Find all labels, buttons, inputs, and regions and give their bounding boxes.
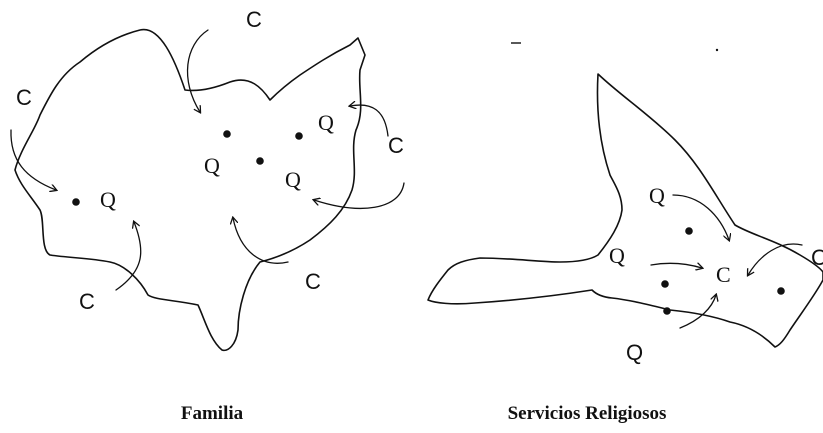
servicios-q-label: Q bbox=[649, 183, 665, 208]
servicios-dot bbox=[663, 307, 671, 315]
familia-arrow bbox=[233, 218, 289, 264]
familia-outline bbox=[14, 28, 366, 352]
familia-q-label: Q bbox=[285, 167, 301, 192]
familia-arrow bbox=[115, 222, 142, 291]
familia-dot bbox=[223, 130, 231, 138]
servicios-dot bbox=[661, 280, 669, 288]
familia-dot bbox=[256, 157, 264, 165]
servicios-outline bbox=[427, 73, 823, 348]
familia-c-label: C bbox=[79, 289, 95, 314]
servicios-arrow bbox=[672, 194, 729, 240]
familia-arrow bbox=[350, 105, 389, 137]
familia-q-label: Q bbox=[100, 187, 116, 212]
servicios-dot bbox=[685, 227, 693, 235]
servicios-caption: Servicios Religiosos bbox=[508, 403, 667, 424]
familia-q-label: Q bbox=[318, 110, 334, 135]
familia-arrow bbox=[314, 182, 405, 209]
familia-c-label: C bbox=[16, 85, 32, 110]
servicios-q-label: Q bbox=[609, 243, 625, 268]
familia-c-label: C bbox=[305, 269, 321, 294]
servicios-c-center-label: C bbox=[716, 262, 731, 287]
familia-caption: Familia bbox=[181, 403, 244, 424]
servicios-arrow bbox=[748, 243, 803, 275]
servicios-religiosos-diagram: Q Q Q C C bbox=[427, 42, 823, 365]
stray-mark bbox=[715, 48, 719, 52]
servicios-q-label-bottom: Q bbox=[626, 340, 643, 365]
servicios-dot bbox=[777, 287, 785, 295]
familia-arrow bbox=[186, 29, 209, 112]
familia-arrow bbox=[10, 129, 56, 190]
familia-diagram: Q Q Q Q C C C C C bbox=[10, 7, 405, 352]
familia-dot bbox=[72, 198, 80, 206]
familia-c-label: C bbox=[388, 133, 404, 158]
servicios-arrow bbox=[650, 263, 702, 268]
servicios-c-label: C bbox=[811, 245, 823, 270]
servicios-arrow bbox=[679, 295, 716, 329]
familia-q-label: Q bbox=[204, 153, 220, 178]
familia-dot bbox=[295, 132, 303, 140]
familia-c-label: C bbox=[246, 7, 262, 32]
